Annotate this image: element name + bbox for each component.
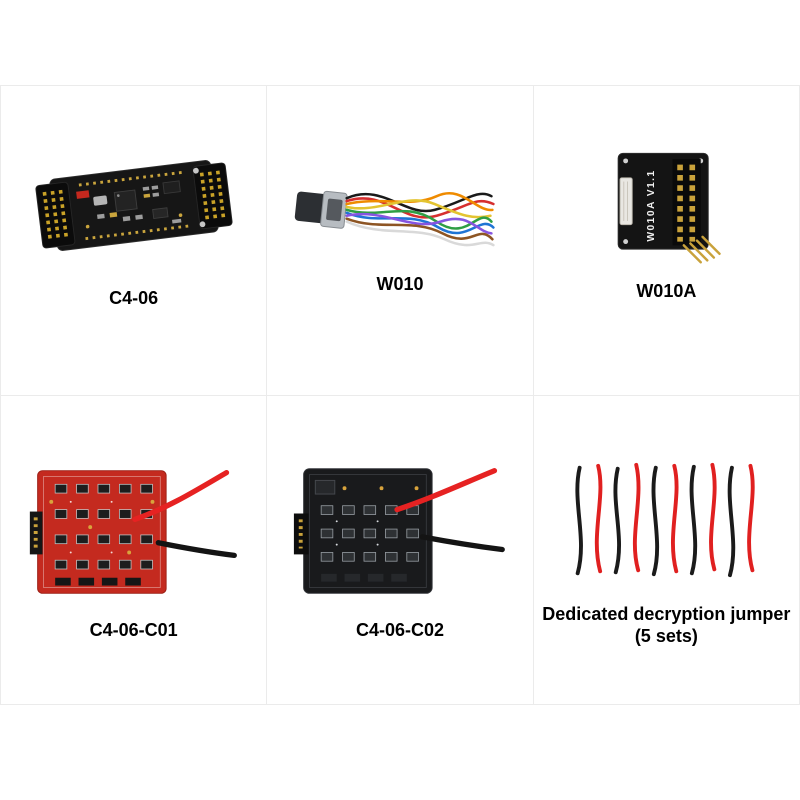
jumper-wires [575,462,755,577]
smd-components [320,504,419,562]
product-label-decryption-jumper: Dedicated decryption jumper (5 sets) [536,603,796,648]
left-db-connector [35,181,76,248]
w010a-board-illustration: W010A V1.1 [617,152,722,264]
pin-header [672,159,702,246]
product-card-decryption-jumper: Dedicated decryption jumper (5 sets) [533,395,800,705]
c01-red-board-illustration [29,469,237,594]
jumper-label-line2: (5 sets) [634,626,698,647]
product-photo-c4-06-c01 [22,459,246,605]
product-label-w010a: W010A [636,281,697,301]
jumper-label-line1: Dedicated decryption jumper [542,603,791,624]
product-photo-decryption-jumper [564,452,769,589]
product-photo-c4-06-c02 [288,459,512,605]
product-card-w010a: W010A V1.1 W010A [533,86,800,396]
db-cable-connector [294,190,348,229]
right-db-connector [192,162,233,229]
header-pins [682,235,722,264]
red-pcb [29,469,167,594]
c02-black-board-illustration [293,467,505,594]
black-pcb [293,467,433,594]
board-silkscreen-text: W010A V1.1 [646,169,657,241]
product-photo-w010a: W010A V1.1 [605,144,727,266]
product-label-c4-06-c01: C4-06-C01 [89,619,178,640]
product-card-c4-06: C4-06 [1,86,268,396]
black-wire [419,533,505,552]
fpc-connector [619,177,634,226]
product-card-c4-06-c01: C4-06-C01 [1,395,268,705]
product-label-c4-06-c02: C4-06-C02 [355,619,445,640]
red-wire [131,469,229,522]
product-grid: C4-06 [0,85,800,705]
product-card-c4-06-c02: C4-06-C02 [267,395,534,705]
w010-cable-illustration [294,190,495,247]
jumper-wires-illustration [575,462,755,577]
red-wire [394,467,498,512]
wire-bundle [345,192,495,247]
product-photo-w010 [290,151,510,259]
product-card-w010: W010 [267,86,534,396]
product-photo-c4-06 [26,138,242,273]
product-label-c4-06: C4-06 [109,287,159,308]
c4-06-adapter-illustration [35,159,233,251]
black-wire [155,539,237,558]
product-label-w010: W010 [376,274,424,294]
